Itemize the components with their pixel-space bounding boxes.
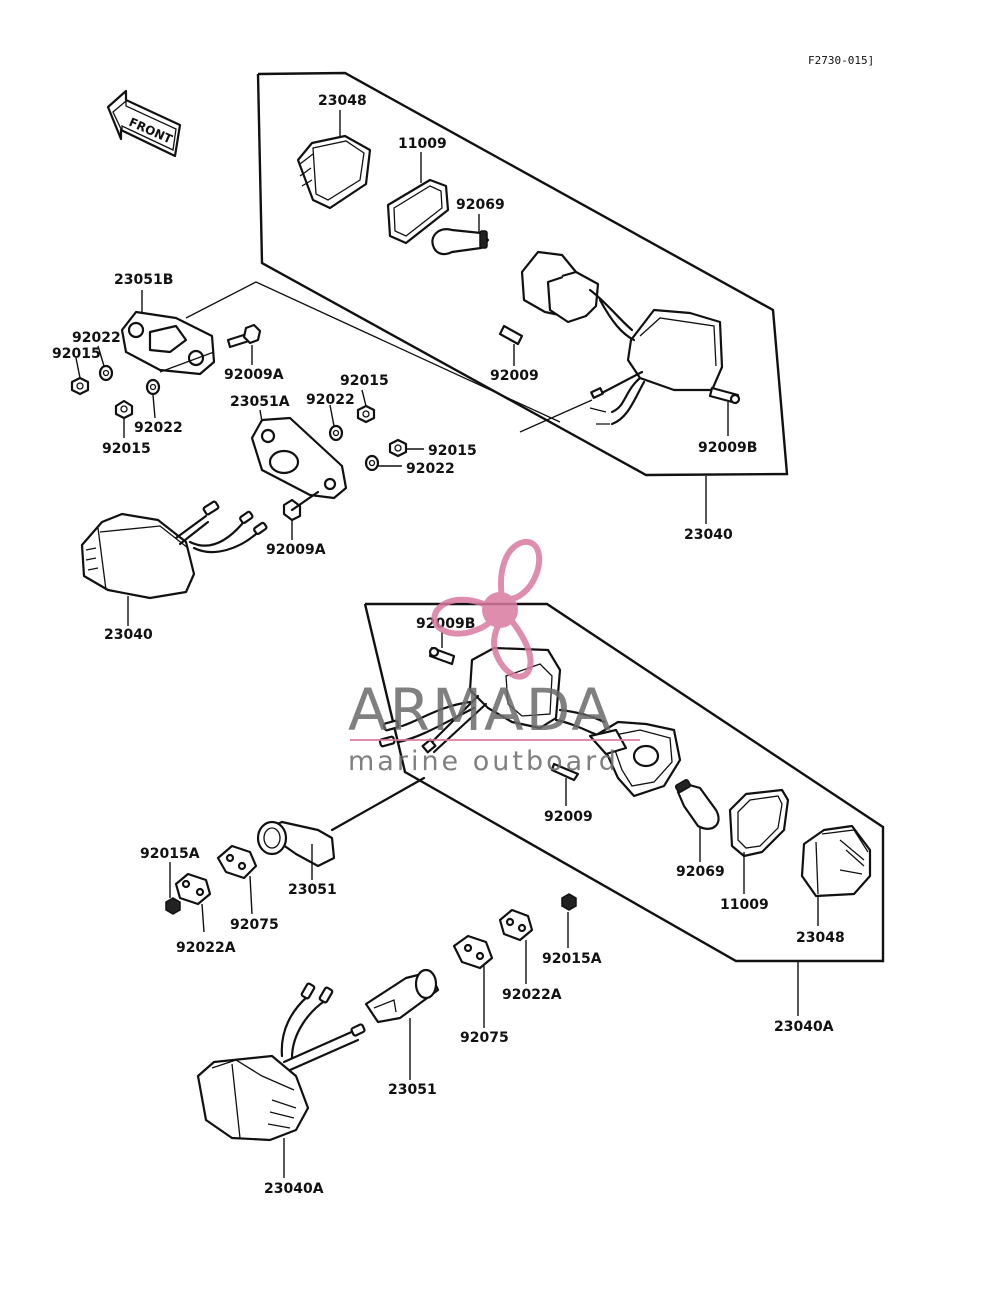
screw-92009A-mid (282, 490, 320, 522)
label-92022A-right: 92022A (502, 987, 562, 1003)
label-92015-b: 92015 (340, 373, 389, 389)
screw-92009-top (498, 324, 524, 346)
label-92022-b: 92022 (306, 392, 355, 408)
label-92009A-mid: 92009A (266, 542, 326, 558)
washer-92022A-right (498, 908, 534, 942)
watermark: ARMADA marine outboard (348, 538, 640, 777)
label-92009B-top: 92009B (698, 440, 757, 456)
bracket-23051A (250, 416, 348, 500)
lamp-23040-left (80, 500, 268, 600)
bracket-23051B (120, 310, 216, 376)
label-92009A-top: 92009A (224, 367, 284, 383)
label-23040-box: 23040 (684, 527, 733, 543)
lens-23048-bottom (800, 824, 872, 898)
label-23051B: 23051B (114, 272, 173, 288)
label-23040A-bottom: 23040A (264, 1181, 324, 1197)
screw-92009A-top (226, 323, 262, 349)
label-92022-d: 92022 (406, 461, 455, 477)
socket-23051-mid (256, 776, 426, 868)
label-11009-bottom: 11009 (720, 897, 769, 913)
lamp-23040A-bottom (196, 982, 366, 1142)
label-92022-a: 92022 (72, 330, 121, 346)
label-92015-d: 92015 (428, 443, 477, 459)
washer-92022-b (145, 378, 161, 396)
label-23040A-box: 23040A (774, 1019, 834, 1035)
label-92009B-bottom: 92009B (416, 616, 475, 632)
socket-23051-bottom (364, 968, 440, 1024)
label-23051-mid: 23051 (288, 882, 337, 898)
nut-92015-b (114, 399, 134, 420)
label-23040-left: 23040 (104, 627, 153, 643)
reference-code: F2730-015] (808, 54, 874, 67)
label-92015-c: 92015 (102, 441, 151, 457)
gasket-11009-top (386, 178, 450, 245)
label-92075-right: 92075 (460, 1030, 509, 1046)
screw-92009B-top (708, 386, 741, 405)
grommet-92075-right (452, 934, 494, 970)
label-92015-a: 92015 (52, 346, 101, 362)
label-23048-top: 23048 (318, 93, 367, 109)
label-92009-top: 92009 (490, 368, 539, 384)
lamp-housing-top (520, 250, 724, 426)
nut-92015-c (356, 404, 376, 424)
label-11009-top: 11009 (398, 136, 447, 152)
nut-92015A-left (165, 897, 181, 915)
label-92009-bottom: 92009 (544, 809, 593, 825)
nut-92015-a (70, 376, 90, 396)
front-arrow-icon: FRONT (106, 89, 182, 158)
bulb-92069-top (431, 228, 490, 256)
label-23048-bottom: 23048 (796, 930, 845, 946)
label-92015A-right: 92015A (542, 951, 602, 967)
label-92022A-left: 92022A (176, 940, 236, 956)
screw-92009B-bottom (428, 646, 456, 666)
lamp-housing-bottom (378, 646, 608, 754)
assembly-frame-23040A (363, 602, 885, 963)
washer-92022-c (328, 424, 344, 442)
grommet-92075-left (216, 844, 258, 880)
propeller-logo-icon (431, 538, 543, 680)
assembly-frame-23040 (256, 71, 789, 477)
lens-23048-top (296, 134, 372, 210)
washer-92022-a (98, 364, 114, 382)
watermark-subtitle: marine outboard (348, 746, 619, 777)
watermark-brand: ARMADA (348, 676, 613, 744)
nut-92015-d (388, 438, 408, 458)
label-92015A-left: 92015A (140, 846, 200, 862)
washer-92022-d (364, 454, 380, 472)
label-92075-left: 92075 (230, 917, 279, 933)
nut-92015A-right (561, 893, 577, 911)
bulb-92069-bottom (674, 779, 720, 830)
washer-92022A-left (174, 872, 212, 906)
label-23051-bottom: 23051 (388, 1082, 437, 1098)
label-92069-top: 92069 (456, 197, 505, 213)
label-92069-bottom: 92069 (676, 864, 725, 880)
label-92022-c: 92022 (134, 420, 183, 436)
label-23051A: 23051A (230, 394, 290, 410)
screw-92009-bottom (550, 762, 580, 782)
gasket-11009-bottom (728, 788, 790, 858)
